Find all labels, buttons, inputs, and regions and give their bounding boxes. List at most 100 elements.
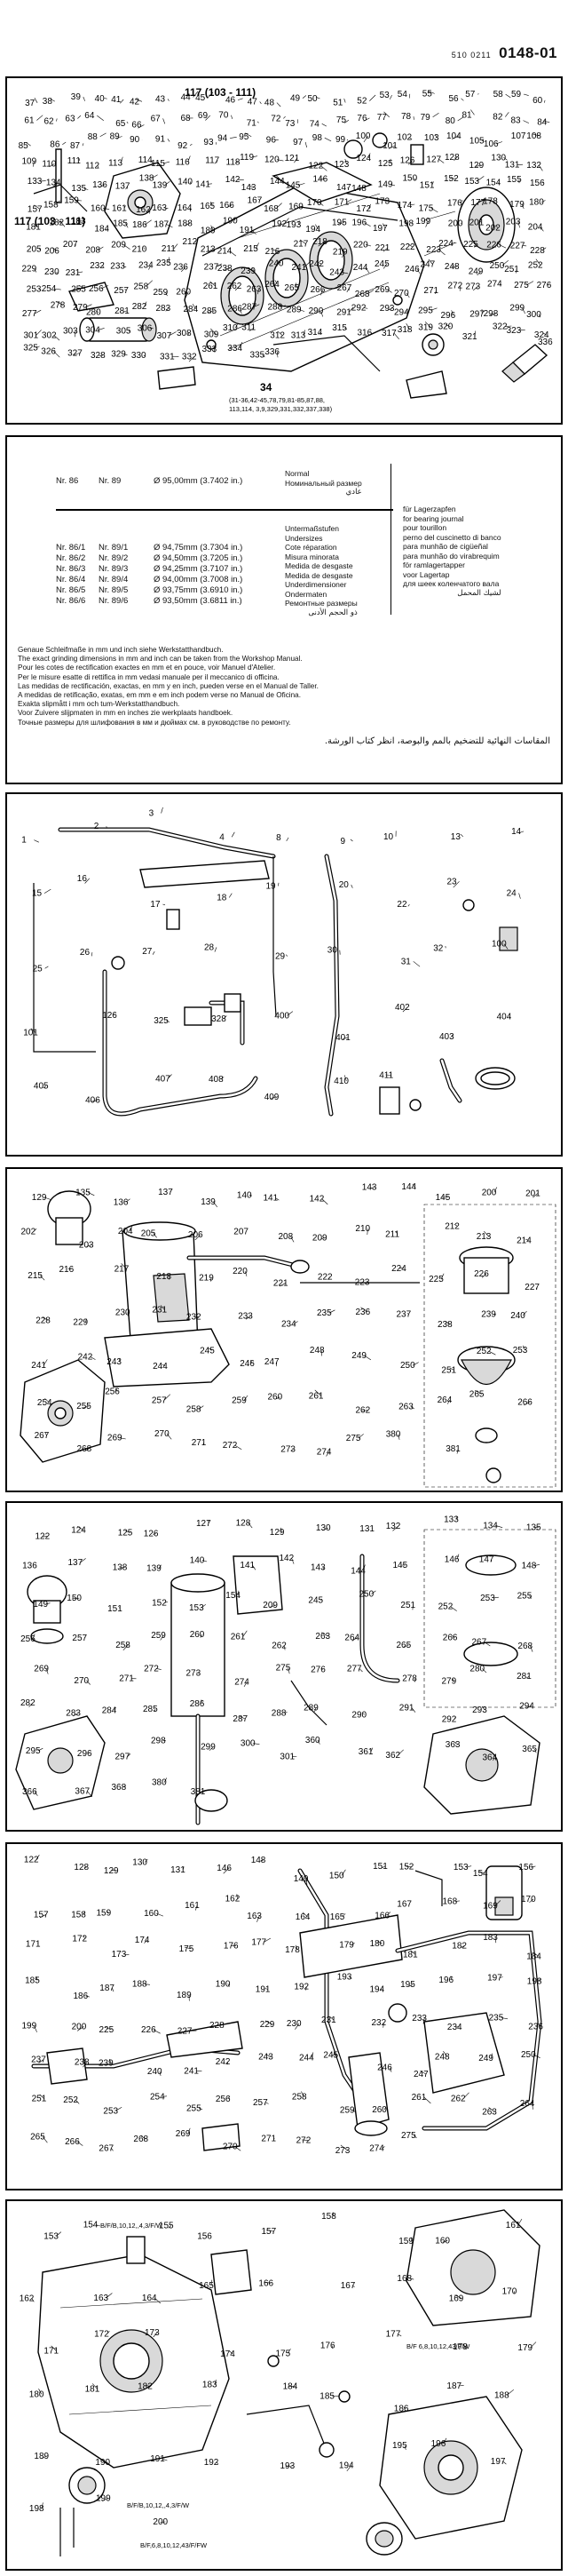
leader-line	[77, 1526, 84, 1530]
leader-line	[189, 144, 193, 147]
part-number-callout: 148	[351, 184, 367, 194]
part-number-callout: 159	[64, 196, 79, 206]
leader-line	[483, 199, 485, 203]
leader-line	[302, 95, 307, 99]
part-number-callout: 227	[178, 2026, 193, 2036]
part-number-callout: 404	[497, 1013, 512, 1022]
part-number-callout: 244	[299, 2054, 314, 2063]
part-number-callout: 290	[309, 306, 324, 316]
part-number-callout: 237	[204, 262, 219, 272]
leader-line	[43, 1197, 51, 1200]
leader-line	[474, 243, 477, 248]
part-number-callout: 233	[238, 1312, 253, 1322]
lang-item: Ondermaten	[285, 589, 327, 599]
leader-line	[38, 289, 42, 290]
leader-line	[265, 2054, 272, 2057]
part-number-callout: 224	[391, 1264, 406, 1274]
part-number-callout: 380	[386, 1430, 401, 1440]
part-number-callout: 182	[452, 1941, 467, 1951]
leader-line	[422, 2017, 425, 2024]
leader-line	[302, 1912, 309, 1918]
part-number-callout: 271	[261, 2135, 276, 2144]
part-number-callout: 261	[412, 2093, 427, 2103]
leader-line	[55, 301, 63, 306]
part-number-callout: 26	[80, 948, 91, 958]
leader-line	[34, 309, 42, 314]
note-line: Genaue Schleifmaße in mm und inch siehe …	[18, 646, 224, 654]
part-number-callout: 264	[344, 1634, 359, 1643]
leader-line	[523, 120, 530, 123]
part-number-callout: 37	[25, 99, 36, 108]
note-line: Pour les cotes de rectification exactes …	[18, 664, 276, 672]
part-number-callout: 189	[177, 1991, 192, 2000]
leader-line	[258, 198, 260, 201]
leader-line	[342, 272, 349, 274]
leader-line	[42, 2136, 48, 2143]
part-number-callout: 225	[463, 240, 478, 250]
leader-line	[275, 203, 282, 210]
lang-item: для шеек коленчатого вала	[403, 579, 500, 588]
leader-line	[370, 1747, 374, 1753]
leader-line	[447, 1399, 450, 1404]
part-number-callout: 246	[240, 1359, 255, 1369]
part-number-callout: 282	[132, 302, 147, 312]
leader-line	[205, 115, 211, 121]
part-number-callout: 200	[72, 2022, 87, 2031]
part-number-callout: 257	[72, 1634, 87, 1643]
leader-line	[231, 115, 233, 120]
leader-line	[28, 1702, 34, 1707]
part-number-callout: 142	[225, 175, 241, 185]
part-number-callout: 325	[154, 1016, 169, 1026]
part-number-callout: 80	[446, 116, 456, 126]
leader-line	[190, 181, 192, 185]
leader-line	[234, 2146, 241, 2151]
part-number-callout: 193	[337, 1973, 352, 1983]
leader-line	[435, 134, 438, 139]
part-number-callout: 240	[147, 2067, 162, 2077]
leader-line	[228, 893, 233, 898]
part-number-callout: 197	[373, 224, 388, 234]
leader-line	[40, 1275, 45, 1281]
part-number-callout: 40	[95, 94, 106, 104]
part-number-callout: 334	[227, 344, 242, 354]
cell-89: Nr. 89/4	[99, 575, 129, 584]
leader-line	[167, 139, 170, 142]
leader-line	[502, 2461, 507, 2465]
part-number-callout: 124	[71, 1526, 86, 1536]
leader-line	[85, 1995, 90, 1998]
leader-line	[276, 159, 284, 162]
leader-line	[445, 324, 451, 327]
part-number-callout: 265	[284, 283, 299, 293]
part-number-callout: 200	[448, 219, 463, 228]
part-number-callout: 381	[446, 1444, 461, 1454]
part-number-callout: 169	[449, 2294, 464, 2303]
part-number-callout: 108	[526, 131, 541, 141]
leader-line	[455, 1516, 457, 1520]
part-number-callout: 132	[526, 161, 541, 171]
part-number-callout: 225	[99, 2025, 114, 2035]
part-number-callout: 135	[526, 1523, 541, 1533]
part-number-callout: 84	[537, 118, 548, 128]
leader-line	[299, 239, 306, 244]
leader-line	[322, 1527, 329, 1531]
part-number-callout: 122	[24, 1855, 39, 1864]
part-number-callout: 157	[28, 204, 43, 214]
leader-line	[477, 271, 481, 276]
leader-line	[252, 155, 258, 158]
leader-line	[187, 155, 191, 163]
leader-line	[493, 1757, 495, 1761]
leader-line	[165, 307, 169, 312]
part-number-callout: 241	[292, 263, 307, 273]
leader-line	[122, 1644, 129, 1651]
part-number-callout: 212	[445, 1221, 460, 1231]
leader-line	[428, 91, 435, 94]
leader-line	[319, 202, 324, 206]
leader-line	[296, 1944, 298, 1951]
part-number-callout: 97	[293, 138, 304, 147]
part-number-callout: 59	[511, 90, 522, 99]
part-number-callout: 204	[118, 1227, 133, 1236]
part-number-callout: 115	[151, 159, 165, 169]
leader-line	[304, 261, 311, 268]
